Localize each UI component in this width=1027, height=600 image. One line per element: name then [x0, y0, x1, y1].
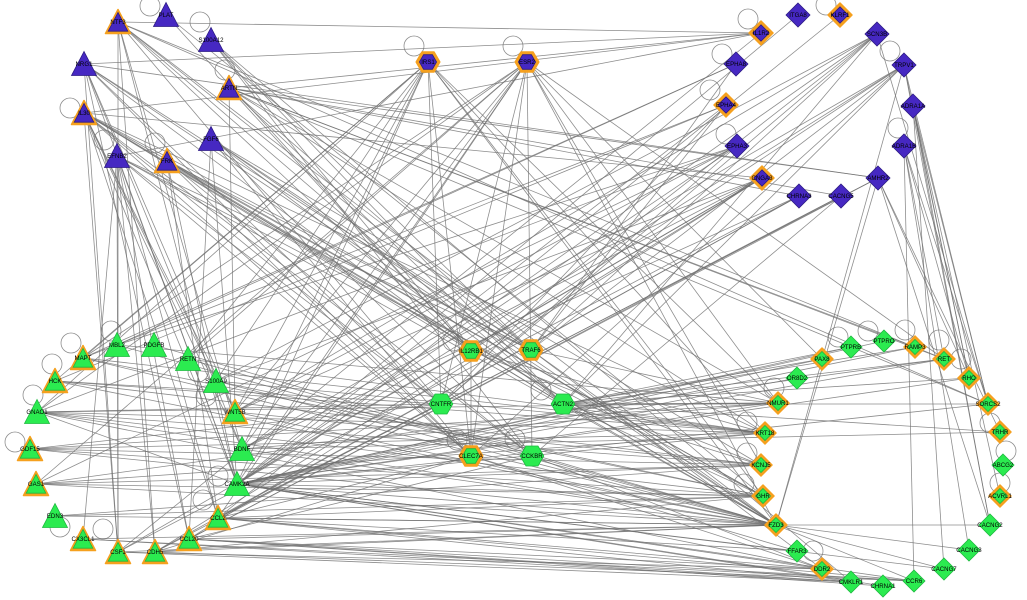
svg-text:EPHA4: EPHA4	[716, 102, 737, 109]
svg-text:TRHR: TRHR	[992, 429, 1010, 436]
svg-text:KLRF1: KLRF1	[831, 12, 851, 19]
svg-text:GNAO1: GNAO1	[26, 409, 48, 416]
svg-text:CACNG7: CACNG7	[931, 566, 957, 573]
svg-text:NRG1: NRG1	[76, 61, 94, 68]
svg-text:CCL20: CCL20	[180, 536, 200, 543]
svg-text:CACNG2: CACNG2	[977, 522, 1003, 529]
svg-text:FFAR3: FFAR3	[788, 548, 808, 555]
svg-text:CNTFR: CNTFR	[431, 401, 452, 408]
svg-text:NMUR1: NMUR1	[767, 400, 789, 407]
svg-text:ADRA1B: ADRA1B	[892, 143, 916, 150]
svg-text:GAS1: GAS1	[28, 481, 45, 488]
svg-text:AMHR2: AMHR2	[867, 175, 889, 182]
svg-text:CACNG3: CACNG3	[956, 547, 982, 554]
svg-text:CX3CL1: CX3CL1	[71, 536, 95, 543]
svg-text:SORCS2: SORCS2	[975, 401, 1001, 408]
svg-text:TRPV1: TRPV1	[894, 62, 914, 69]
svg-text:OR8D2: OR8D2	[787, 375, 808, 382]
svg-text:FZD3: FZD3	[768, 522, 784, 529]
svg-text:EPHA3: EPHA3	[727, 143, 748, 150]
svg-text:WNT5B: WNT5B	[224, 409, 245, 416]
svg-text:CHRNA3: CHRNA3	[786, 193, 812, 200]
svg-text:PAX8: PAX8	[814, 356, 830, 363]
svg-text:CHRNA1: CHRNA1	[870, 583, 896, 590]
svg-text:CDH5: CDH5	[147, 549, 164, 556]
svg-text:EPHA8: EPHA8	[726, 61, 747, 68]
svg-text:CCKBR: CCKBR	[521, 453, 543, 460]
svg-text:ACTN2: ACTN2	[553, 401, 574, 408]
svg-text:CAMK2A: CAMK2A	[224, 481, 250, 488]
svg-text:RETN: RETN	[180, 356, 197, 363]
svg-text:ACVRL1: ACVRL1	[988, 493, 1012, 500]
svg-text:SCN3B: SCN3B	[867, 31, 887, 38]
svg-text:NTF3: NTF3	[110, 19, 126, 26]
svg-text:PTPRB: PTPRB	[841, 344, 861, 351]
svg-text:S100A9: S100A9	[205, 378, 227, 385]
svg-text:IL12RB1: IL12RB1	[459, 348, 483, 355]
svg-text:S100A12: S100A12	[198, 37, 224, 44]
svg-text:GHR: GHR	[756, 493, 770, 500]
svg-text:CLEC7A: CLEC7A	[459, 453, 484, 460]
svg-text:GDF15: GDF15	[20, 446, 40, 453]
svg-text:FRK: FRK	[161, 158, 173, 165]
svg-text:IL1R2: IL1R2	[753, 30, 770, 37]
svg-text:ESR2: ESR2	[519, 59, 536, 66]
svg-text:ADRA1A: ADRA1A	[901, 103, 926, 110]
svg-text:TRAF6: TRAF6	[521, 347, 541, 354]
svg-text:FGF6: FGF6	[203, 136, 219, 143]
svg-text:PLAT: PLAT	[159, 12, 174, 19]
svg-text:RHO: RHO	[962, 375, 976, 382]
svg-text:BDNF: BDNF	[234, 446, 251, 453]
svg-text:ABCG2: ABCG2	[993, 462, 1014, 469]
svg-text:IL30: IL30	[78, 110, 90, 117]
svg-text:DDR2: DDR2	[814, 566, 831, 573]
svg-text:RAMP3: RAMP3	[905, 344, 927, 351]
svg-text:RET: RET	[938, 356, 950, 363]
svg-text:KRT18: KRT18	[756, 430, 775, 437]
svg-text:PTPRO: PTPRO	[874, 338, 895, 345]
svg-text:HCK: HCK	[49, 378, 62, 385]
svg-text:CMKLR1: CMKLR1	[839, 579, 864, 586]
svg-text:MAPT: MAPT	[75, 355, 92, 362]
svg-text:EFNB2: EFNB2	[107, 153, 127, 160]
svg-text:CCL2: CCL2	[210, 515, 226, 522]
svg-text:CACNG5: CACNG5	[828, 193, 854, 200]
svg-text:MBL2: MBL2	[109, 342, 126, 349]
svg-text:CSF1: CSF1	[110, 549, 126, 556]
svg-text:EDN3: EDN3	[47, 513, 64, 520]
svg-text:ARTN: ARTN	[221, 85, 237, 92]
svg-text:ITGA8: ITGA8	[789, 12, 807, 19]
svg-text:CNGA3: CNGA3	[752, 175, 774, 182]
svg-text:PDGFB: PDGFB	[144, 342, 165, 349]
svg-text:IRS1: IRS1	[421, 59, 435, 66]
svg-text:KCNJ5: KCNJ5	[751, 462, 771, 469]
svg-text:CCR6: CCR6	[906, 578, 923, 585]
